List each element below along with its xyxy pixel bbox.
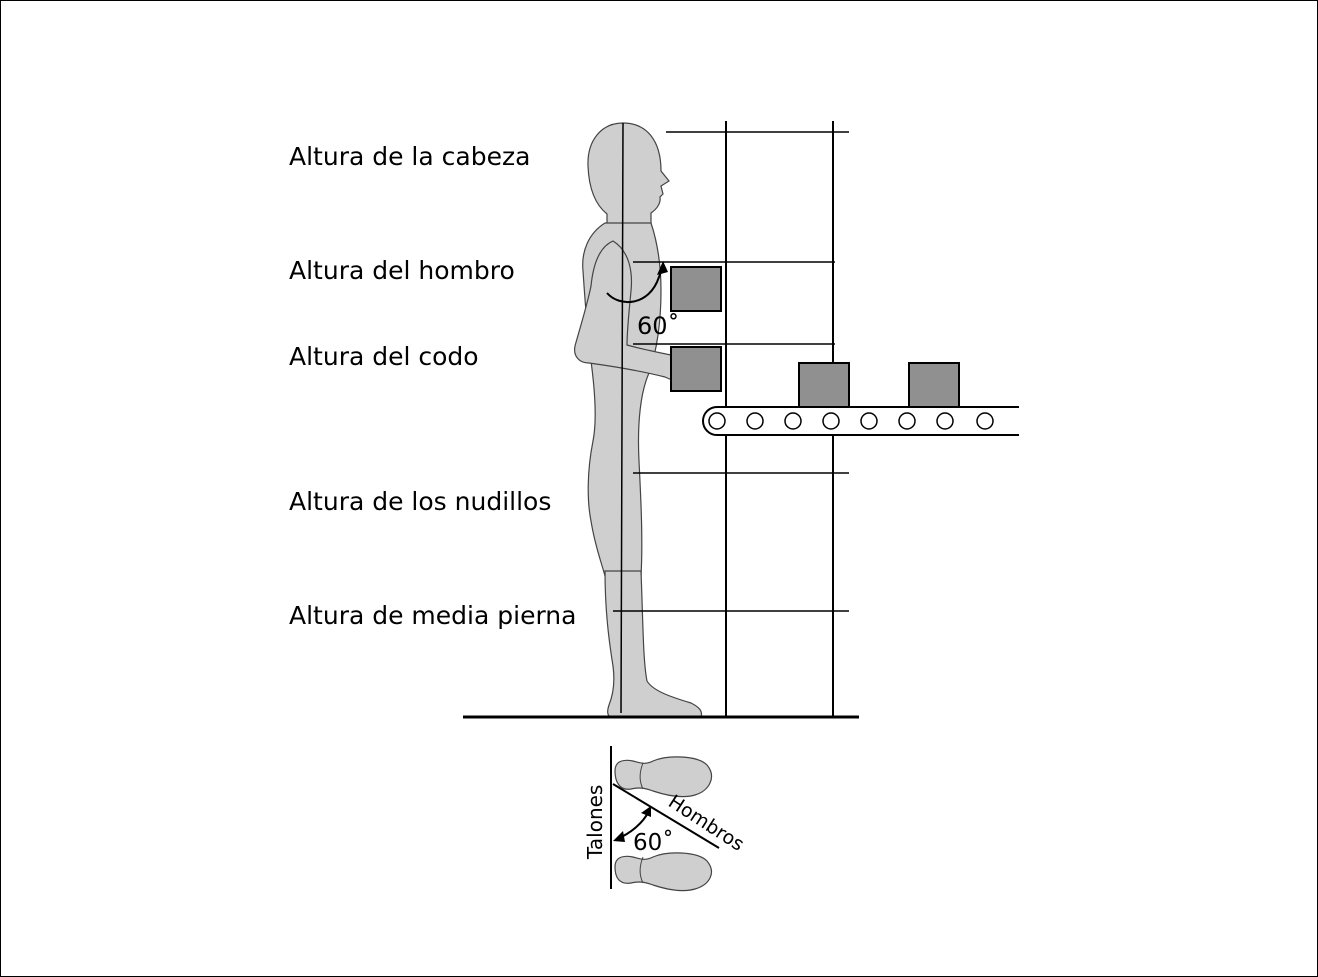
- box-elbow-shelf: [670, 346, 722, 392]
- conveyor-roller: [822, 412, 840, 430]
- label-elbow-height: Altura del codo: [289, 342, 479, 371]
- box-conveyor-2: [908, 362, 960, 408]
- foot-top: [614, 756, 712, 798]
- conveyor-roller: [976, 412, 994, 430]
- figure-centerline: [620, 122, 624, 714]
- box-shoulder-shelf: [670, 266, 722, 312]
- figure-legs: [604, 570, 703, 718]
- arm-angle-label: 60˚: [637, 312, 680, 340]
- figure-head: [587, 122, 670, 227]
- conveyor-roller: [898, 412, 916, 430]
- feet-heels-label: Talones: [583, 785, 607, 860]
- arm-angle-arrowhead: [657, 261, 668, 275]
- foot-top-heel-seam: [639, 762, 644, 790]
- feet-angle-arrowhead-right: [641, 806, 651, 817]
- label-knuckles-height: Altura de los nudillos: [289, 487, 552, 516]
- conveyor-rollers: [708, 412, 994, 430]
- human-figure: [574, 122, 708, 718]
- foot-bottom: [614, 852, 712, 892]
- box-conveyor-1: [798, 362, 850, 408]
- conveyor-roller: [860, 412, 878, 430]
- label-shoulder-height: Altura del hombro: [289, 256, 515, 285]
- foot-bottom-heel-seam: [639, 856, 644, 884]
- feet-diagram: 60˚ Talones Hombros: [583, 746, 748, 892]
- label-head-height: Altura de la cabeza: [289, 142, 531, 171]
- feet-angle-arrowhead-left: [613, 831, 625, 842]
- conveyor-roller: [746, 412, 764, 430]
- conveyor-roller: [784, 412, 802, 430]
- arm-angle-arc: [606, 266, 664, 303]
- feet-shoulder-line: [612, 783, 720, 849]
- conveyor-roller: [708, 412, 726, 430]
- feet-angle-label: 60˚: [633, 829, 674, 856]
- conveyor-roller: [936, 412, 954, 430]
- label-midleg-height: Altura de media pierna: [289, 601, 577, 630]
